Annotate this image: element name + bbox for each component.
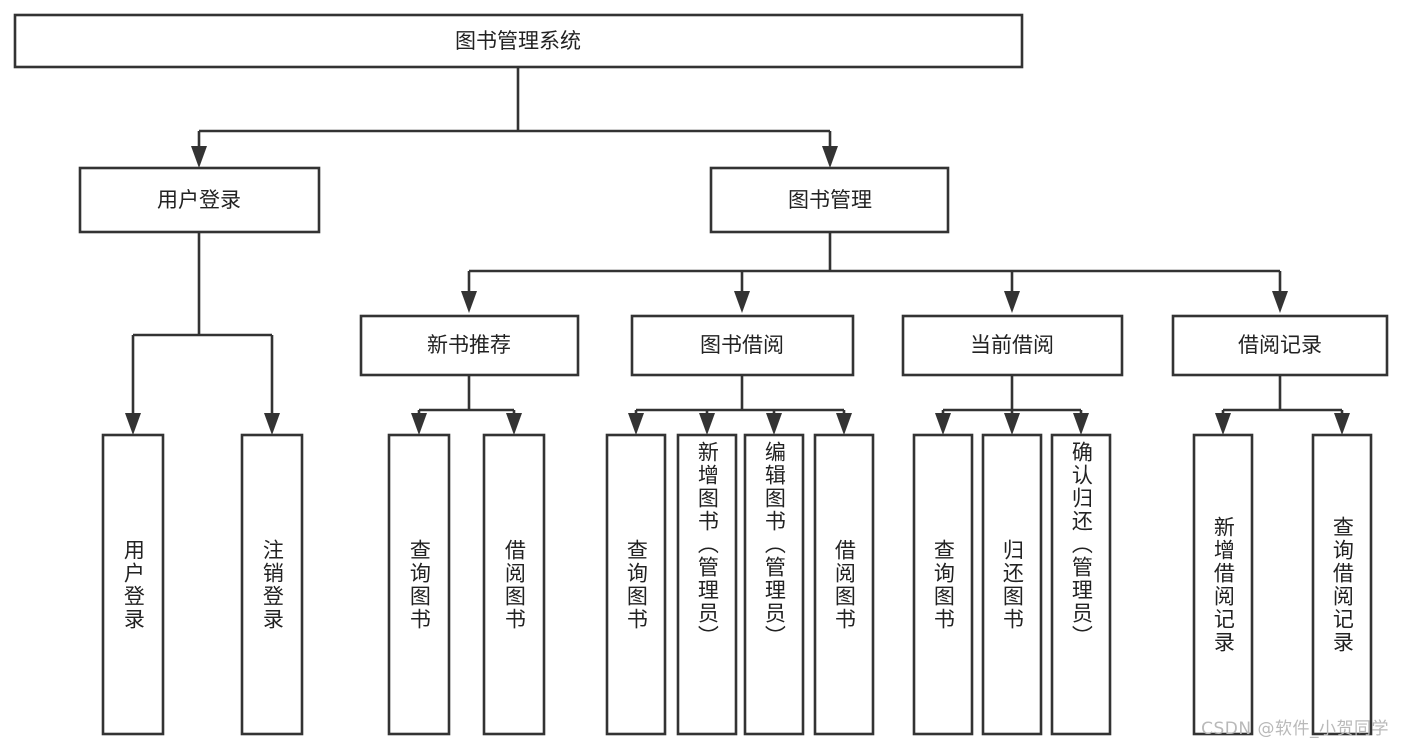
node-root-label: 图书管理系统 <box>455 29 581 53</box>
edge-current-borrow-to-leaves <box>935 375 1089 435</box>
node-leaf-add-book[interactable] <box>676 433 738 736</box>
arrow-to-book-manage <box>822 146 838 168</box>
node-leaf-return-book[interactable] <box>981 433 1043 736</box>
node-new-book-recommend-label: 新书推荐 <box>427 333 511 357</box>
node-leaf-query-book-2[interactable] <box>605 433 667 736</box>
node-root[interactable] <box>13 13 1024 69</box>
arrow-to-new-book-recommend <box>461 291 477 313</box>
node-leaf-query-record[interactable] <box>1311 433 1373 736</box>
arrow-to-leaf-query-book-3 <box>935 413 951 435</box>
node-leaf-confirm-return[interactable] <box>1050 433 1112 736</box>
edge-borrow-record-to-leaves <box>1215 375 1350 435</box>
arrow-to-borrow-record <box>1272 291 1288 313</box>
edge-new-book-recommend-to-leaves <box>411 375 522 435</box>
arrow-to-leaf-add-record <box>1215 413 1231 435</box>
node-leaf-query-book-1[interactable] <box>387 433 451 736</box>
node-leaf-borrow-book-1[interactable] <box>482 433 546 736</box>
node-borrow-record-label: 借阅记录 <box>1238 333 1322 357</box>
node-leaf-user-login[interactable] <box>101 433 165 736</box>
node-current-borrow-label: 当前借阅 <box>970 333 1054 357</box>
edge-book-manage-to-level3 <box>461 232 1288 313</box>
arrow-to-leaf-borrow-book-1 <box>506 413 522 435</box>
node-current-borrow[interactable] <box>901 314 1124 377</box>
edge-root-to-level2 <box>191 67 838 168</box>
node-leaf-query-book-3[interactable] <box>912 433 974 736</box>
node-user-login-label: 用户登录 <box>157 188 241 212</box>
arrow-to-user-login <box>191 146 207 168</box>
arrow-to-current-borrow <box>1004 291 1020 313</box>
arrow-to-leaf-query-book-2 <box>628 413 644 435</box>
node-leaf-add-record[interactable] <box>1192 433 1254 736</box>
node-new-book-recommend[interactable] <box>359 314 580 377</box>
arrow-to-leaf-return-book <box>1004 413 1020 435</box>
node-user-login[interactable] <box>78 166 321 234</box>
arrow-to-leaf-confirm-return <box>1073 413 1089 435</box>
node-book-borrow-label: 图书借阅 <box>700 333 784 357</box>
node-borrow-record[interactable] <box>1171 314 1389 377</box>
edge-user-login-to-leaves <box>125 232 280 435</box>
arrow-to-leaf-add-book <box>699 413 715 435</box>
arrow-to-leaf-query-book-1 <box>411 413 427 435</box>
arrow-to-leaf-borrow-book-2 <box>836 413 852 435</box>
arrow-to-book-borrow <box>734 291 750 313</box>
node-book-manage-label: 图书管理 <box>788 188 872 212</box>
arrow-to-leaf-logout <box>264 413 280 435</box>
edge-book-borrow-to-leaves <box>628 375 852 435</box>
node-book-manage[interactable] <box>709 166 950 234</box>
arrow-to-leaf-edit-book <box>766 413 782 435</box>
watermark: CSDN @软件_小贺同学 <box>1201 719 1389 739</box>
arrow-to-leaf-query-record <box>1334 413 1350 435</box>
node-leaf-borrow-book-2[interactable] <box>813 433 875 736</box>
arrow-to-leaf-user-login <box>125 413 141 435</box>
node-book-borrow[interactable] <box>630 314 855 377</box>
node-leaf-logout[interactable] <box>240 433 304 736</box>
node-leaf-edit-book[interactable] <box>743 433 805 736</box>
